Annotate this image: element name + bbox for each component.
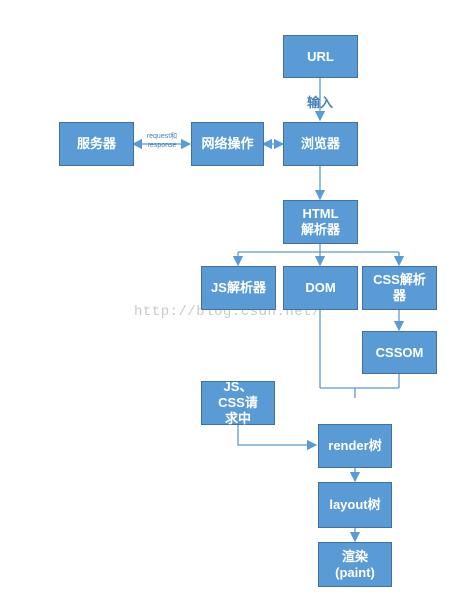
node-url: URL [283, 35, 358, 78]
node-cssom: CSSOM [362, 331, 437, 374]
node-css-parser: CSS解析器 [362, 266, 437, 310]
edge-request-render [237, 424, 318, 451]
edge-label-input: 输入 [307, 95, 334, 110]
node-layout-tree: layout树 [318, 482, 392, 528]
node-server: 服务器 [59, 122, 134, 166]
node-browser: 浏览器 [283, 122, 358, 166]
node-dom: DOM [283, 266, 358, 310]
node-network: 网络操作 [191, 122, 264, 166]
edge-label-request-line1: request和 [146, 133, 178, 140]
edge-label-request-line2: response [147, 142, 177, 149]
node-render-tree: render树 [318, 424, 392, 468]
node-js-css-request: JS、CSS请求中 [201, 379, 275, 426]
node-html-parser: HTML解析器 [283, 200, 358, 244]
edge-label-request: request和 response [140, 132, 184, 150]
node-paint: 渲染(paint) [318, 542, 392, 587]
node-js-parser: JS解析器 [201, 266, 276, 310]
